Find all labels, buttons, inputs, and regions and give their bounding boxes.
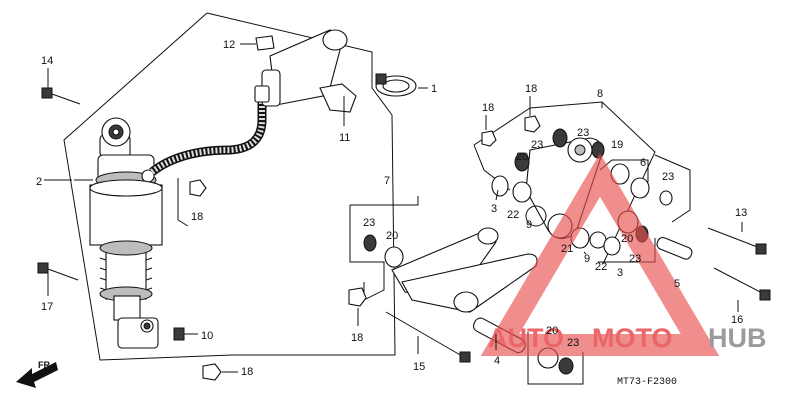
callout-15: 15 xyxy=(413,361,425,373)
upper-mount-bolt xyxy=(41,87,81,105)
callout-3-upper: 3 xyxy=(491,203,497,215)
callout-7: 7 xyxy=(384,175,390,187)
callout-11: 11 xyxy=(339,132,350,144)
callout-23-lower: 23 xyxy=(629,253,641,265)
callout-16: 16 xyxy=(731,314,743,326)
reservoir-band xyxy=(319,83,357,113)
reservoir-hose xyxy=(149,96,267,176)
bolt-13 xyxy=(707,227,767,255)
callout-23-link-left: 23 xyxy=(531,139,543,151)
automotohub-watermark: AUTO MOTO HUB xyxy=(480,153,767,356)
collar-20-arm xyxy=(384,246,404,268)
nut-18-link-top xyxy=(524,115,541,133)
callout-20-bottom: 20 xyxy=(546,325,558,337)
nut-18-upper xyxy=(189,179,207,197)
callout-20-right: 20 xyxy=(621,233,633,245)
callout-23-link-top: 23 xyxy=(577,127,589,139)
reservoir-clamp xyxy=(375,73,417,97)
callout-19: 19 xyxy=(611,139,623,151)
pivot-pin-5 xyxy=(656,236,693,260)
callout-20-link: 20 xyxy=(516,151,528,163)
lower-mount-bolt xyxy=(37,262,79,281)
callout-18-link-top: 18 xyxy=(525,83,537,95)
callout-18-lower-shock: 18 xyxy=(241,366,253,378)
watermark-text-auto: AUTO xyxy=(488,323,564,353)
callout-14: 14 xyxy=(41,55,53,67)
callout-8: 8 xyxy=(597,88,603,100)
callout-23-bottom: 23 xyxy=(567,337,579,349)
callout-9-upper: 9 xyxy=(526,219,532,231)
nut-18-link-left xyxy=(481,130,497,147)
bushing-23-arm xyxy=(363,234,377,252)
nut-18-arm xyxy=(348,287,367,307)
reservoir-label-sticker xyxy=(255,35,275,51)
shock-arm-plate xyxy=(391,227,538,313)
callout-6: 6 xyxy=(640,157,646,169)
watermark-text-moto: MOTO xyxy=(592,323,673,353)
shock-reservoir xyxy=(254,29,348,107)
callout-22-lower: 22 xyxy=(595,261,607,273)
nut-18-lower xyxy=(202,363,222,381)
callout-23-right: 23 xyxy=(662,171,674,183)
callout-21: 21 xyxy=(561,243,573,255)
callout-13: 13 xyxy=(735,207,747,219)
callout-10: 10 xyxy=(201,330,213,342)
callout-4: 4 xyxy=(494,355,500,367)
shock-assembly-frame xyxy=(63,12,396,361)
callout-3-lower: 3 xyxy=(617,267,623,279)
bolt-15 xyxy=(385,311,471,363)
bolt-16 xyxy=(713,267,771,301)
callout-18-upper-shock: 18 xyxy=(191,211,203,223)
callout-17: 17 xyxy=(41,301,53,313)
front-label: FR. xyxy=(38,360,53,370)
callout-20-arm: 20 xyxy=(386,230,398,242)
watermark-text-hub: HUB xyxy=(708,323,767,353)
clip-10 xyxy=(173,327,185,341)
rear-shock-absorber xyxy=(89,117,163,349)
callout-23-arm: 23 xyxy=(363,217,375,229)
callout-22-upper: 22 xyxy=(507,209,519,221)
callout-18-arm: 18 xyxy=(351,332,363,344)
callout-12: 12 xyxy=(223,39,235,51)
callout-1: 1 xyxy=(431,83,437,95)
diagram-code: MT73-F2300 xyxy=(617,377,677,388)
callout-9-lower: 9 xyxy=(584,253,590,265)
front-direction-arrow: FR. xyxy=(16,360,58,388)
callout-2: 2 xyxy=(36,176,42,188)
callout-18-link-left: 18 xyxy=(482,102,494,114)
callout-5: 5 xyxy=(674,278,680,290)
